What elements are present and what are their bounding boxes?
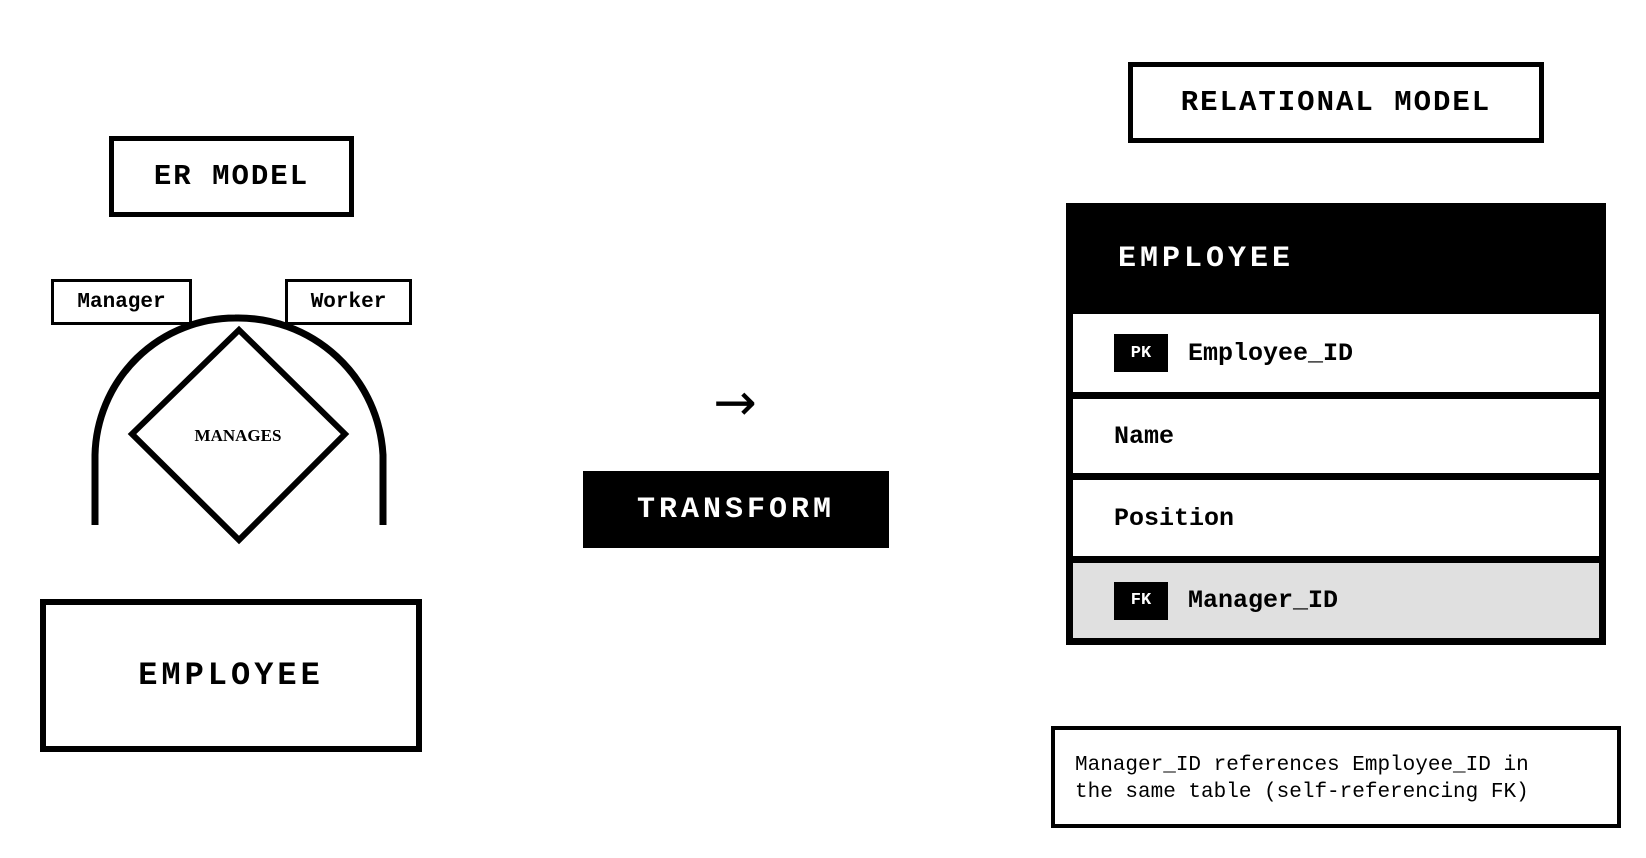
- self-reference-note: Manager_ID references Employee_ID in the…: [1051, 726, 1621, 828]
- role-label-worker: Worker: [285, 279, 412, 325]
- transform-label: TRANSFORM: [583, 471, 889, 548]
- column-name: Manager_ID: [1188, 586, 1339, 615]
- table-row: FK Manager_ID: [1073, 563, 1599, 638]
- foreign-key-badge: FK: [1114, 581, 1168, 620]
- table-header: EMPLOYEE: [1118, 241, 1295, 276]
- er-entity-employee: EMPLOYEE: [40, 599, 422, 752]
- column-name: Employee_ID: [1188, 338, 1354, 368]
- relationship-diamond: [127, 325, 350, 545]
- table-row: Position: [1073, 480, 1599, 556]
- er-model-title: ER MODEL: [109, 136, 354, 217]
- arrow-right-icon: →: [713, 373, 757, 433]
- role-label-manager: Manager: [51, 279, 192, 325]
- relationship-label: MANAGES: [194, 426, 282, 445]
- er-relationship-graphic: [91, 314, 387, 545]
- relational-model-title: RELATIONAL MODEL: [1128, 62, 1544, 143]
- primary-key-badge: PK: [1114, 334, 1168, 372]
- table-row: Name: [1073, 399, 1599, 473]
- table-row: PK Employee_ID: [1073, 314, 1599, 392]
- relational-table: EMPLOYEE PK Employee_ID Name Position FK…: [1066, 203, 1606, 645]
- column-name: Name: [1114, 421, 1175, 451]
- self-relationship-arc: [91, 314, 387, 525]
- column-name: Position: [1114, 503, 1235, 533]
